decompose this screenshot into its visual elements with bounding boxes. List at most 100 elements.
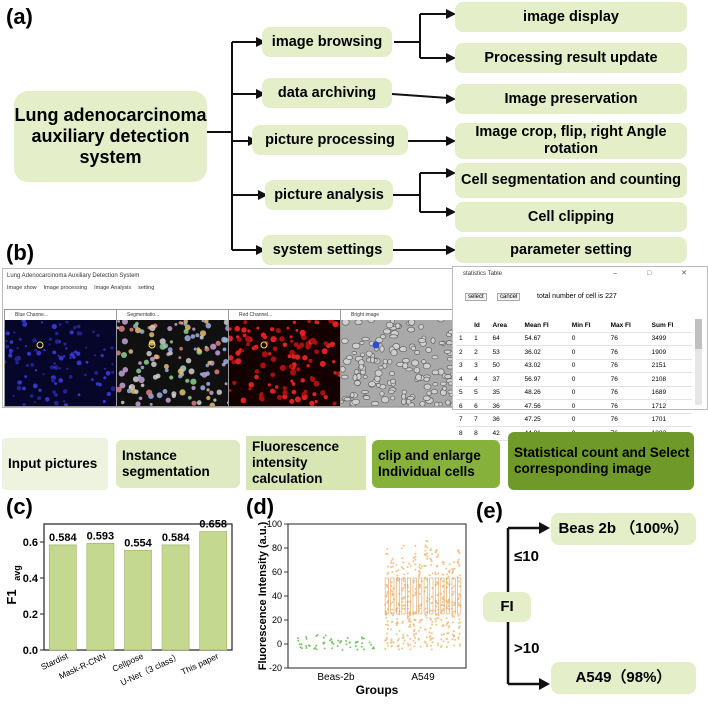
blue-cell (57, 354, 60, 357)
col-area[interactable]: Area (489, 319, 522, 333)
data-point (323, 647, 326, 650)
bright-cell (413, 367, 421, 374)
data-point (390, 628, 393, 631)
table-scrollbar[interactable] (695, 319, 702, 405)
data-point (437, 572, 440, 575)
data-point (299, 646, 302, 649)
data-point (412, 630, 415, 633)
segmented-cell (210, 343, 217, 350)
table-cell: 3 (456, 359, 472, 373)
col-max-fi[interactable]: Max FI (607, 319, 649, 333)
data-point (418, 566, 421, 569)
data-point (430, 560, 433, 563)
cancel-button[interactable]: cancel (497, 293, 521, 301)
blue-cell (5, 344, 10, 349)
data-point (398, 629, 401, 632)
subwindow-bright-title: Bright image (341, 310, 455, 320)
data-point (420, 618, 423, 621)
blue-cell (74, 350, 78, 354)
data-point (414, 558, 417, 561)
blue-cell (18, 337, 22, 341)
segmented-cell (169, 375, 174, 380)
segmented-cell (200, 385, 206, 391)
red-cell (299, 329, 306, 336)
menu-image-analysis[interactable]: Image Analysis (94, 285, 132, 291)
red-cell (245, 336, 252, 343)
red-cell (235, 358, 242, 365)
segmented-cell (206, 381, 211, 386)
segmented-cell (151, 361, 157, 368)
red-cell (231, 360, 236, 365)
bright-cell (349, 392, 355, 398)
red-cell (240, 397, 247, 404)
data-point (424, 607, 427, 610)
blue-cell (52, 350, 57, 355)
bright-cell (438, 340, 445, 345)
data-point (384, 639, 387, 642)
box (395, 577, 400, 615)
data-point (412, 639, 415, 642)
leaf-image-crop: Image crop, flip, right Angle rotation (455, 123, 687, 159)
data-point (386, 573, 389, 576)
data-point (403, 580, 406, 583)
blue-cell (85, 360, 89, 364)
caption-clip-enlarge: clip and enlarge Individual cells (372, 440, 500, 488)
data-point (402, 636, 405, 638)
box (418, 577, 423, 615)
red-cell (310, 337, 317, 344)
data-point (315, 648, 318, 651)
segmented-cell (183, 329, 189, 334)
data-point (452, 568, 455, 571)
menu-setting[interactable]: setting (138, 285, 155, 291)
bar (48, 544, 77, 651)
red-cell (289, 398, 295, 404)
data-point (426, 552, 428, 555)
col-min-fi[interactable]: Min FI (568, 319, 608, 333)
col-sum-fi[interactable]: Sum FI (648, 319, 692, 333)
red-cell (247, 329, 251, 333)
segmented-cell (206, 395, 211, 401)
data-point (453, 638, 456, 641)
red-cell (313, 380, 320, 387)
blue-cell (49, 365, 55, 370)
segmented-cell (174, 322, 178, 326)
menu-image-show[interactable]: Image show (7, 285, 37, 291)
select-button[interactable]: select (465, 293, 487, 301)
segmented-cell (136, 368, 142, 374)
data-point (456, 560, 459, 563)
blue-cell (96, 333, 100, 337)
data-point (419, 567, 422, 570)
red-cell (242, 333, 247, 338)
data-point (442, 633, 445, 636)
data-point (360, 645, 363, 648)
red-cell (296, 344, 302, 350)
y-tick-label: 60 (272, 567, 282, 577)
bright-cell (402, 362, 409, 370)
y-axis-label: F1 (4, 589, 19, 604)
red-cell (229, 327, 232, 331)
bright-cell (352, 342, 361, 350)
table-cell: 5 (471, 386, 490, 400)
table-cell: 76 (607, 332, 649, 346)
table-cell: 76 (607, 372, 649, 387)
red-cell (332, 360, 336, 364)
data-point (458, 632, 461, 635)
col-mean-fi[interactable]: Mean FI (521, 319, 569, 333)
y-tick-label: 40 (272, 591, 282, 601)
caption-statistical-count: Statistical count and Select correspondi… (508, 432, 694, 490)
col-id[interactable]: Id (471, 319, 490, 333)
data-point (402, 620, 404, 623)
bar-value-label: 0.584 (49, 532, 77, 544)
red-cell (270, 327, 275, 332)
blue-cell (72, 355, 76, 359)
window-controls[interactable]: – □ ✕ (613, 270, 701, 277)
menu-image-processing[interactable]: Image processing (43, 285, 88, 291)
segmented-cell (214, 369, 220, 375)
